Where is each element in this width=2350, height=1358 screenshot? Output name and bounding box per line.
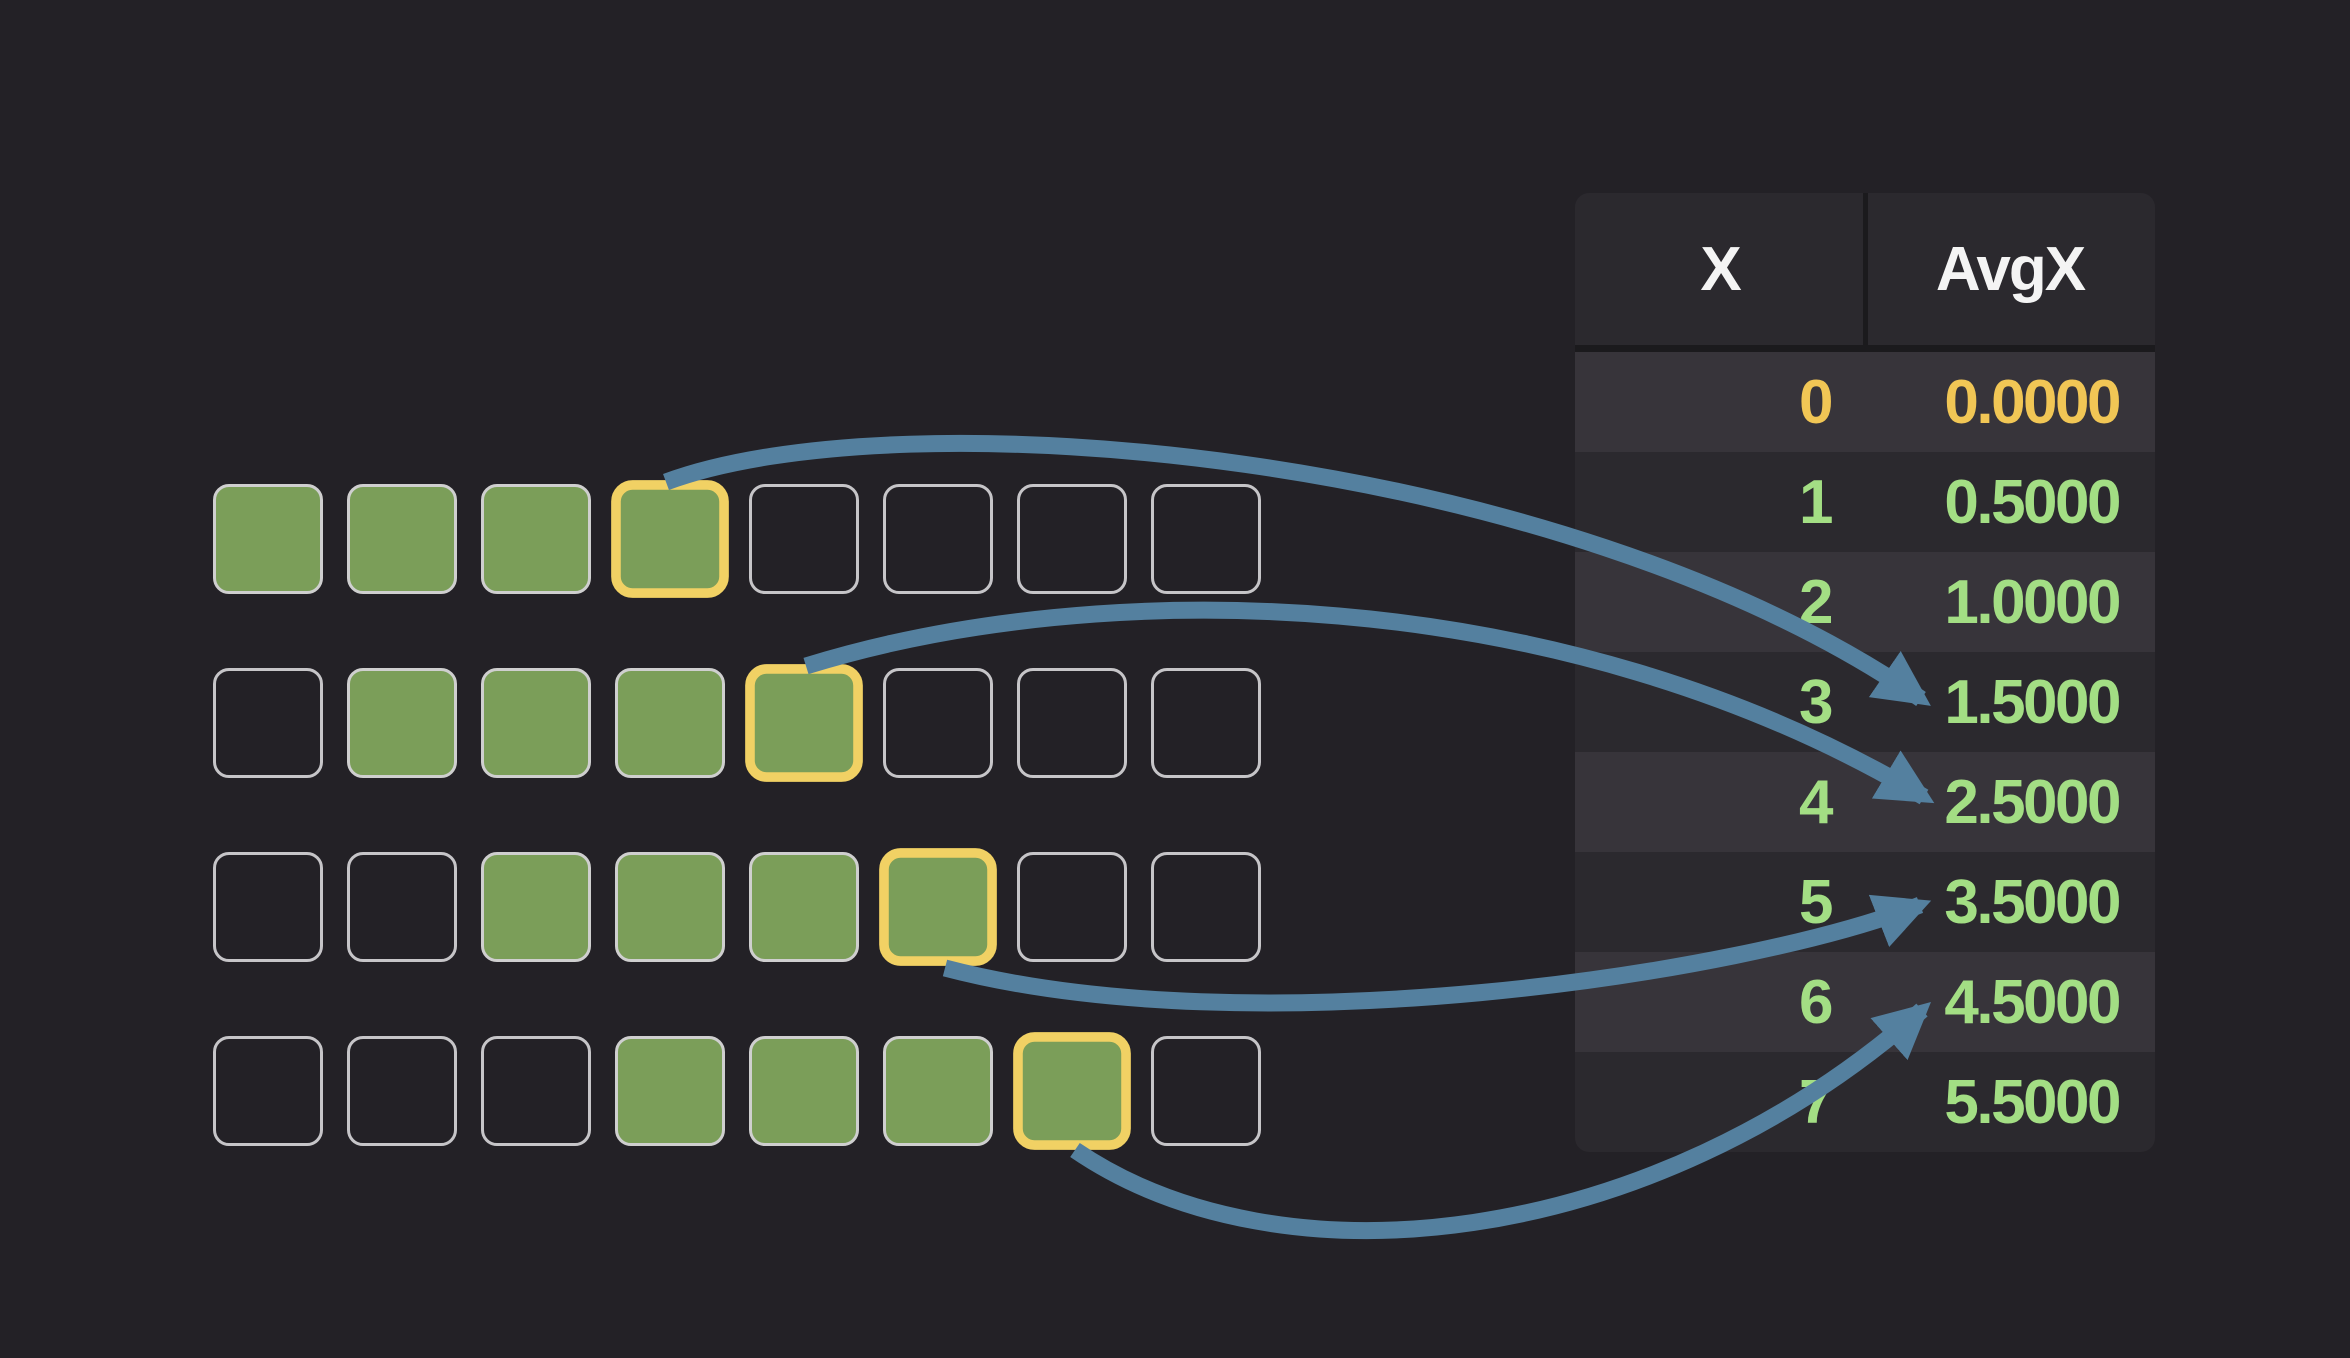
grid-cell	[347, 1036, 457, 1146]
grid-row-4	[213, 1032, 1261, 1150]
x-value: 3	[1799, 667, 1833, 737]
grid-cell	[347, 484, 457, 594]
grid-cell	[481, 668, 591, 778]
header-cell-x: X	[1700, 234, 1741, 304]
x-value: 2	[1799, 567, 1833, 637]
header-body-divider	[1575, 345, 2155, 352]
table-body: 0 0.0000 1 0.5000 2 1.0000 3 1.5000 4 2.…	[1575, 352, 2155, 1152]
grid-cell-highlighted	[611, 480, 729, 598]
grid-cell	[213, 484, 323, 594]
grid-cell	[481, 1036, 591, 1146]
x-value: 7	[1799, 1067, 1833, 1137]
table-row: 3 1.5000	[1575, 652, 2155, 752]
grid-cell	[1151, 1036, 1261, 1146]
grid-cell	[213, 668, 323, 778]
avg-value: 4.5000	[1944, 967, 2121, 1037]
grid-cell	[347, 852, 457, 962]
table-header-row: X AvgX	[1575, 193, 2155, 345]
grid-cell	[749, 852, 859, 962]
x-value: 4	[1799, 767, 1833, 837]
grid-cell	[615, 852, 725, 962]
grid-cell	[749, 484, 859, 594]
grid-cell	[1151, 668, 1261, 778]
table-row: 5 3.5000	[1575, 852, 2155, 952]
grid-cell	[1151, 484, 1261, 594]
sliding-window-grid	[213, 480, 1261, 1150]
grid-cell	[883, 1036, 993, 1146]
x-value: 0	[1799, 367, 1833, 437]
grid-cell	[213, 1036, 323, 1146]
avg-value: 2.5000	[1944, 767, 2121, 837]
table-row: 7 5.5000	[1575, 1052, 2155, 1152]
grid-cell	[883, 484, 993, 594]
table-row: 1 0.5000	[1575, 452, 2155, 552]
grid-cell	[1017, 852, 1127, 962]
table-row: 4 2.5000	[1575, 752, 2155, 852]
table-row: 2 1.0000	[1575, 552, 2155, 652]
grid-cell	[883, 668, 993, 778]
grid-cell	[213, 852, 323, 962]
avg-value: 0.0000	[1944, 367, 2121, 437]
x-value: 5	[1799, 867, 1833, 937]
grid-row-1	[213, 480, 1261, 598]
header-column-divider	[1863, 193, 1868, 345]
grid-cell	[481, 484, 591, 594]
x-value: 6	[1799, 967, 1833, 1037]
grid-cell	[615, 1036, 725, 1146]
table-row: 0 0.0000	[1575, 352, 2155, 452]
grid-cell-highlighted	[1013, 1032, 1131, 1150]
avg-value: 0.5000	[1944, 467, 2121, 537]
grid-cell	[1017, 668, 1127, 778]
grid-cell	[481, 852, 591, 962]
avg-value: 3.5000	[1944, 867, 2121, 937]
grid-row-2	[213, 664, 1261, 782]
table-row: 6 4.5000	[1575, 952, 2155, 1052]
grid-cell	[615, 668, 725, 778]
grid-row-3	[213, 848, 1261, 966]
grid-cell	[347, 668, 457, 778]
x-value: 1	[1799, 467, 1833, 537]
grid-cell-highlighted	[879, 848, 997, 966]
grid-cell-highlighted	[745, 664, 863, 782]
avg-value: 5.5000	[1944, 1067, 2121, 1137]
grid-cell	[1017, 484, 1127, 594]
grid-cell	[1151, 852, 1261, 962]
avg-table: X AvgX 0 0.0000 1 0.5000 2 1.0000 3 1.50…	[1575, 193, 2155, 1152]
grid-cell	[749, 1036, 859, 1146]
avg-value: 1.0000	[1944, 567, 2121, 637]
avg-value: 1.5000	[1944, 667, 2121, 737]
header-cell-avgx: AvgX	[1935, 234, 2086, 304]
